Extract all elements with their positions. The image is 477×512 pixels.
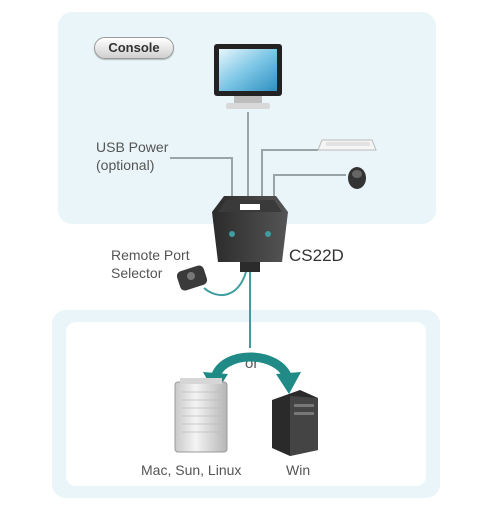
pc-tower-icon	[272, 390, 318, 456]
mouse-icon	[348, 167, 366, 189]
monitor-icon	[214, 44, 282, 109]
mouse-cable	[273, 174, 346, 196]
remote-cable	[203, 271, 247, 296]
keyboard-cable	[261, 149, 318, 196]
usb-power-cable	[170, 157, 233, 196]
keyboard-icon	[317, 139, 377, 151]
left-computer-label: Mac, Sun, Linux	[141, 462, 242, 478]
switch-arrow-icon	[210, 352, 293, 383]
right-computer-label: Win	[286, 462, 311, 478]
arrow-head-right	[276, 372, 301, 394]
console-cables	[170, 112, 346, 196]
usb-power-label: USB Power (optional)	[96, 139, 169, 173]
device-name: CS22D	[289, 246, 344, 265]
kvm-switch-icon	[212, 196, 288, 272]
console-badge: Console	[94, 37, 174, 59]
remote-port-selector-label: Remote Port Selector	[111, 247, 190, 281]
computer-panel	[52, 310, 440, 498]
tower-computer-icon	[174, 378, 228, 453]
remote-selector-icon	[176, 265, 208, 291]
